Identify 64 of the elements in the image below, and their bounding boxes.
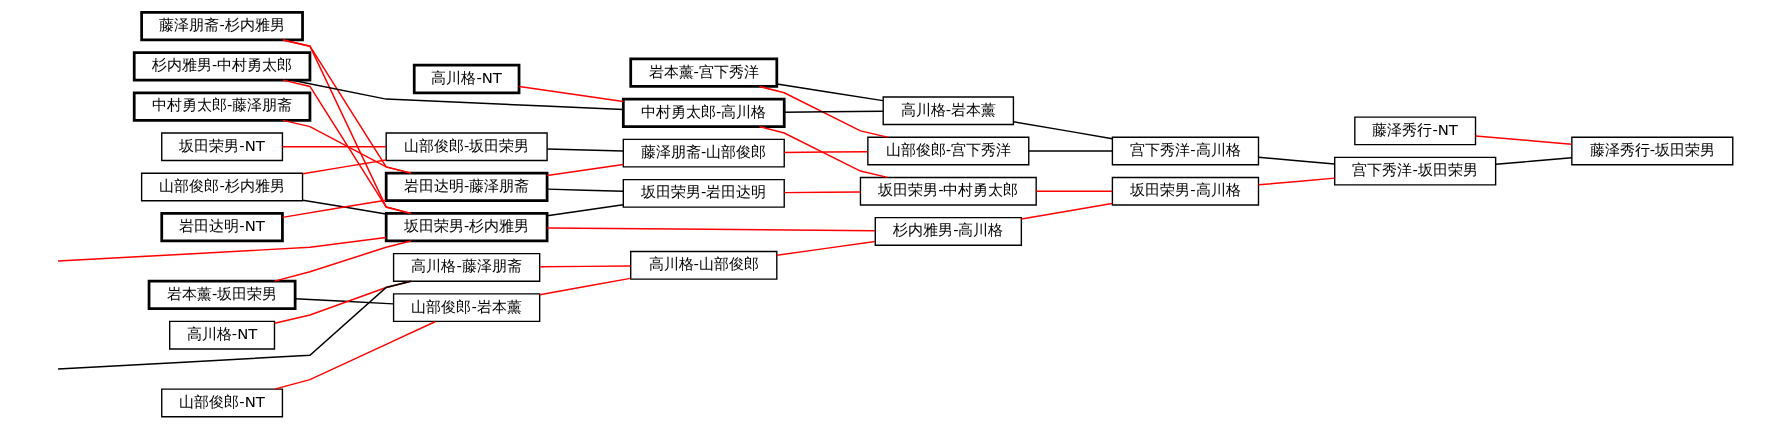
- connector: [758, 126, 888, 179]
- connector: [1257, 177, 1335, 186]
- connector: [775, 83, 884, 102]
- connector: [783, 191, 861, 194]
- connector: [538, 265, 631, 268]
- connector: [1494, 157, 1572, 166]
- connector: [546, 163, 624, 177]
- node-box: 藤泽朋斋-杉内雅男: [139, 10, 304, 42]
- connector: [1012, 121, 1113, 140]
- connector: [546, 204, 624, 217]
- node-box: 坂田荣男-NT: [160, 132, 283, 162]
- connector: [301, 199, 387, 215]
- connector: [1034, 190, 1113, 192]
- node-box: 中村勇太郎-藤泽朋斋: [132, 91, 311, 122]
- node-box: 山部俊郎-坂田荣男: [385, 132, 548, 162]
- node-box: 中村勇太郎-高川格: [621, 97, 786, 128]
- connector: [783, 150, 868, 154]
- node-box: 岩田达明-NT: [159, 212, 284, 243]
- connector: [1474, 135, 1572, 145]
- connector: [1027, 150, 1113, 152]
- node-box: 岩田达明-藤泽朋斋: [384, 171, 548, 203]
- node-box: 坂田荣男-高川格: [1111, 176, 1259, 206]
- connector: [273, 240, 412, 282]
- connector: [281, 79, 412, 215]
- connector: [294, 298, 394, 305]
- connector: [281, 39, 412, 215]
- connector: [1020, 202, 1113, 220]
- connector: [758, 85, 888, 138]
- connector: [545, 227, 876, 232]
- node-box: 藤泽秀行-NT: [1353, 116, 1476, 146]
- node-box: 岩本薰-宫下秀洋: [628, 57, 778, 88]
- node-box: 坂田荣男-中村勇太郎: [859, 176, 1037, 206]
- node-box: 高川格-NT: [168, 320, 275, 350]
- node-box: 岩本薰-坂田荣男: [147, 279, 296, 311]
- connector: [518, 85, 624, 103]
- node-box: 藤泽朋斋-山部俊郎: [622, 138, 785, 168]
- connector: [281, 146, 387, 148]
- connector: [281, 199, 387, 219]
- connector: [290, 79, 624, 111]
- node-box: 高川格-藤泽朋斋: [392, 253, 540, 282]
- node-box: 山部俊郎-NT: [160, 388, 283, 418]
- node-box: 山部俊郎-岩本薰: [392, 293, 540, 323]
- node-box: 宫下秀洋-高川格: [1111, 136, 1259, 166]
- node-box: 坂田荣男-岩田达明: [622, 178, 785, 208]
- connector: [281, 119, 412, 174]
- node-box: 高川格-NT: [412, 63, 520, 95]
- connector: [301, 159, 387, 175]
- connector: [546, 148, 624, 152]
- connector: [546, 188, 624, 192]
- node-box: 山部俊郎-宫下秀洋: [866, 136, 1029, 166]
- connector: [273, 320, 436, 390]
- node-box: 高川格-山部俊郎: [629, 250, 777, 280]
- connector: [56, 236, 387, 262]
- node-box: 坂田荣男-杉内雅男: [384, 212, 548, 243]
- node-box: 宫下秀洋-坂田荣男: [1333, 156, 1496, 186]
- node-box: 山部俊郎-杉内雅男: [140, 172, 303, 202]
- connector: [775, 240, 876, 256]
- connector: [1257, 156, 1335, 165]
- connector: [783, 110, 884, 113]
- connector: [538, 277, 631, 296]
- node-box: 杉内雅男-中村勇太郎: [132, 51, 311, 82]
- node-box: 藤泽秀行-坂田荣男: [1570, 136, 1733, 166]
- node-box: 杉内雅男-高川格: [874, 217, 1022, 246]
- node-box: 高川格-岩本薰: [882, 96, 1014, 126]
